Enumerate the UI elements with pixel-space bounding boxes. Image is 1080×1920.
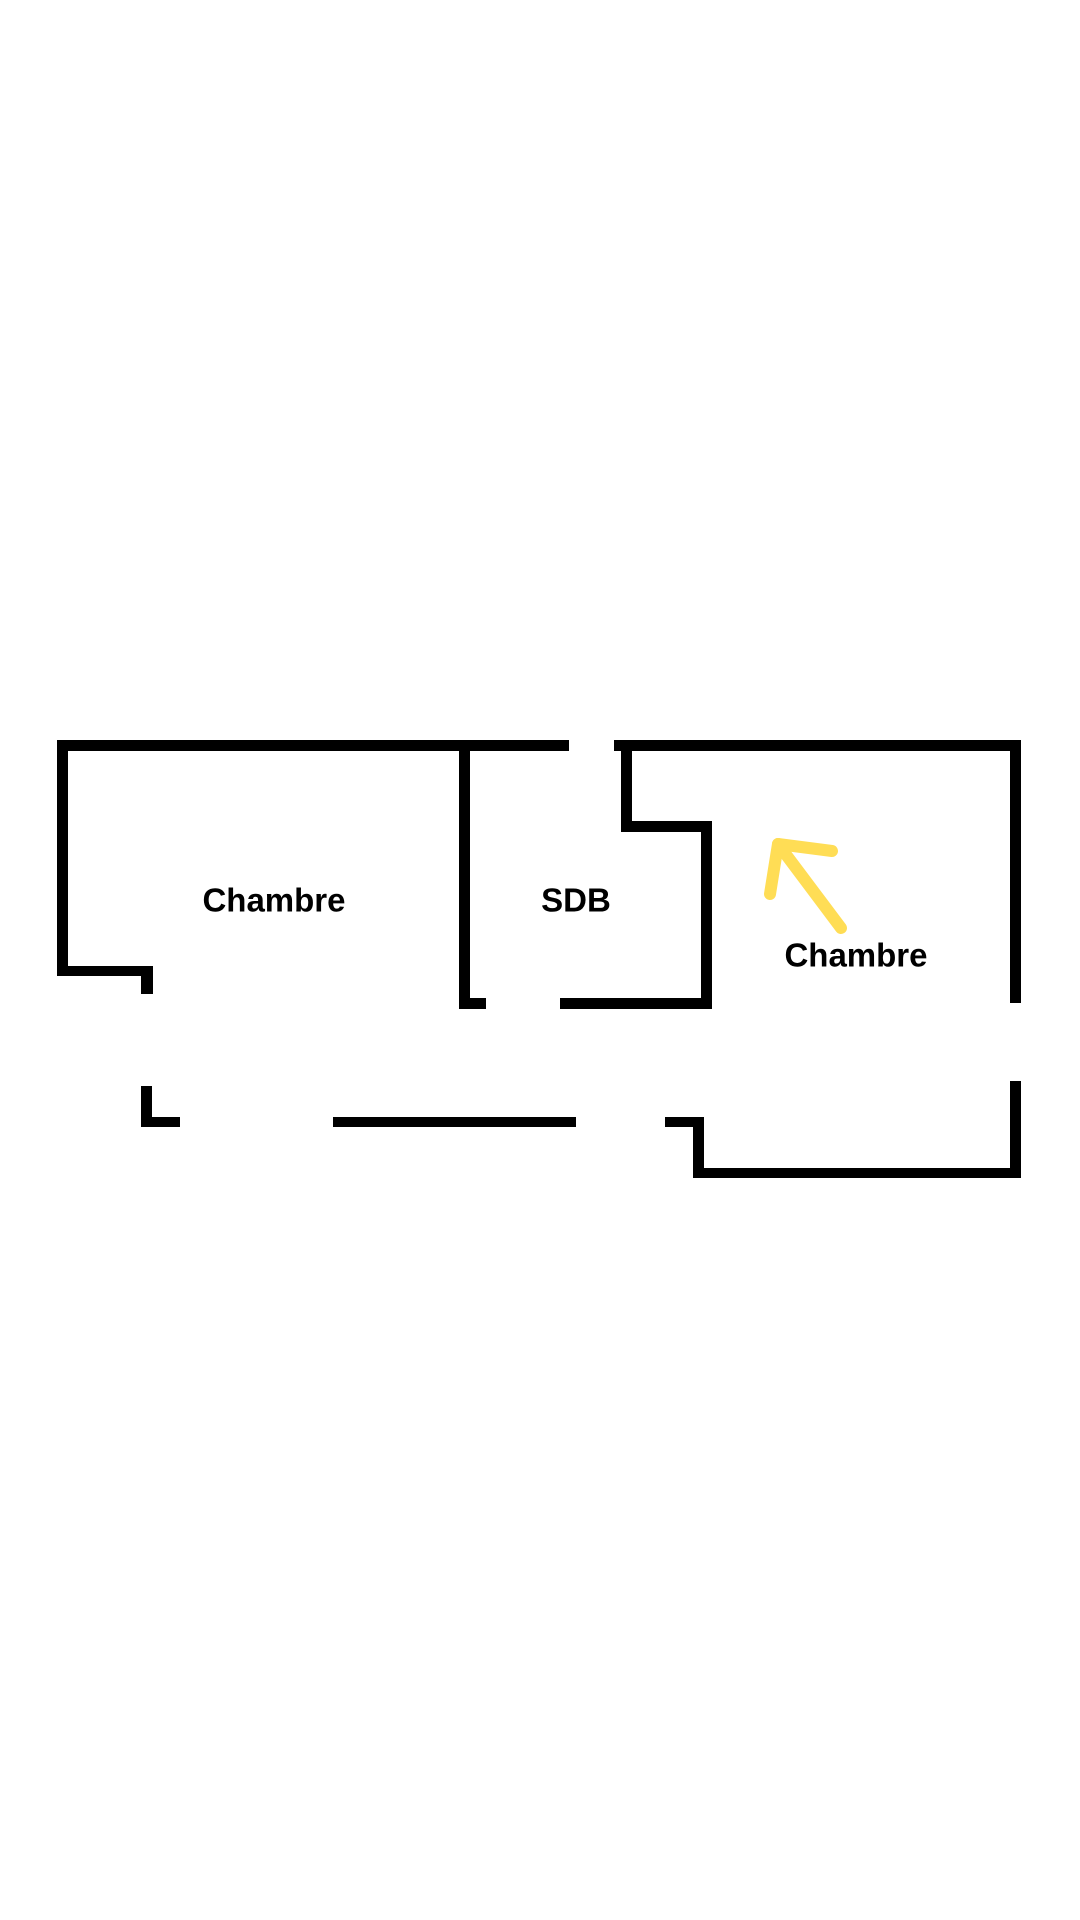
wall-divider-foot: [459, 998, 486, 1009]
wall-right-lower: [1010, 1081, 1021, 1178]
wall-sdb-right: [701, 821, 712, 1009]
wall-sdb-upper: [621, 750, 632, 832]
wall-corridor-middle: [333, 1117, 576, 1127]
room-label-sdb: SDB: [541, 882, 611, 919]
wall-left-bottom-return: [57, 966, 153, 976]
wall-sdb-step: [621, 821, 712, 832]
wall-bottom-right: [693, 1168, 1021, 1178]
wall-top-right: [614, 740, 1021, 751]
wall-corridor-left-vertical: [141, 1086, 152, 1127]
wall-right-upper: [1010, 740, 1021, 1003]
wall-top-left: [57, 740, 569, 751]
wall-left: [57, 740, 68, 976]
wall-bottom-step-stub: [665, 1117, 704, 1127]
wall-sdb-bottom: [560, 998, 712, 1009]
wall-divider: [459, 750, 470, 1009]
walls: [57, 740, 1021, 1178]
wall-corridor-left-horizontal: [141, 1117, 180, 1127]
wall-bottom-step: [693, 1117, 704, 1178]
arrow-up-left-icon: [764, 838, 847, 934]
room-label-chambre-right: Chambre: [784, 937, 927, 974]
wall-left-bottom-stub: [141, 966, 153, 994]
room-label-chambre-left: Chambre: [202, 882, 345, 919]
